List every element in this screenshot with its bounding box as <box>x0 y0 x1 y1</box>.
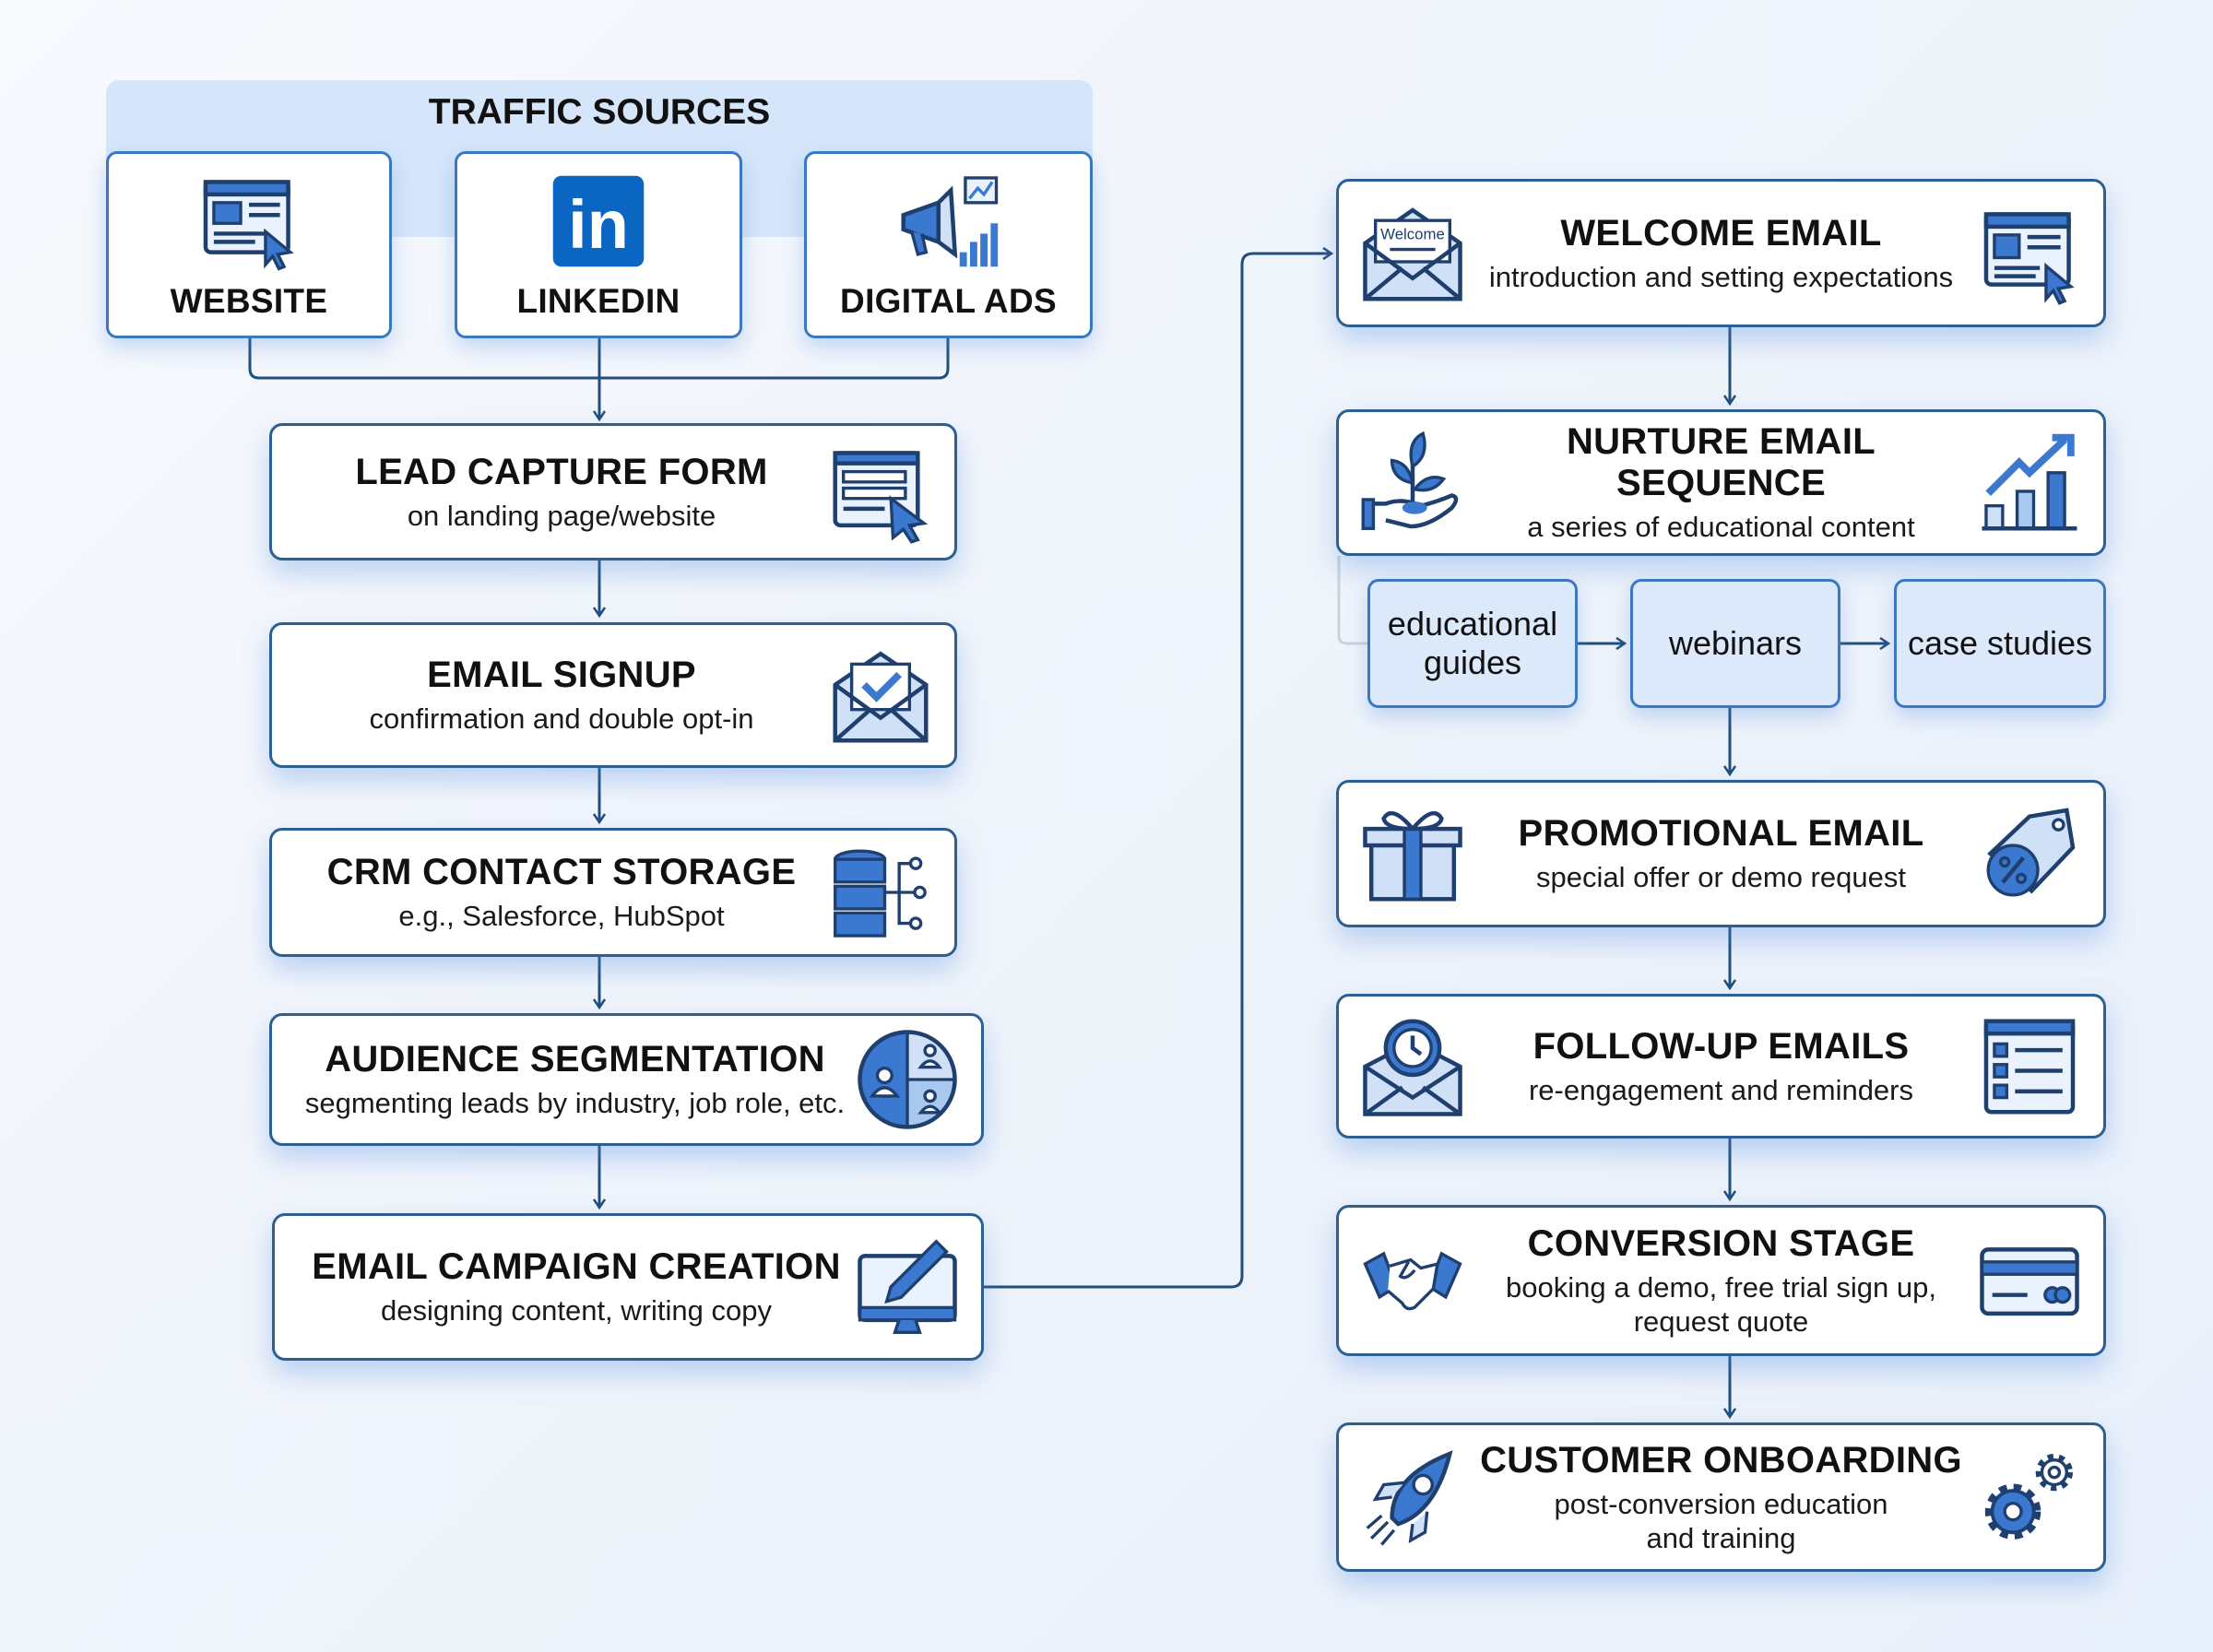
step-title: AUDIENCE SEGMENTATION <box>325 1039 825 1080</box>
step-subtitle: introduction and setting expectations <box>1488 260 1954 293</box>
step-audience-segmentation[interactable]: AUDIENCE SEGMENTATION segmenting leads by… <box>269 1013 984 1146</box>
step-conversion-stage[interactable]: CONVERSION STAGE booking a demo, free tri… <box>1336 1205 2106 1356</box>
step-subtitle: re-engagement and reminders <box>1528 1073 1914 1106</box>
step-subtitle: designing content, writing copy <box>381 1294 772 1327</box>
step-title: CRM CONTACT STORAGE <box>326 852 797 892</box>
step-subtitle: booking a demo, free trial sign up, requ… <box>1506 1270 1936 1338</box>
megaphone-chart-icon <box>900 175 998 266</box>
step-subtitle: segmenting leads by industry, job role, … <box>304 1087 846 1119</box>
svg-text:in: in <box>568 186 629 263</box>
traffic-sources-title: TRAFFIC SOURCES <box>428 92 771 132</box>
source-label: LINKEDIN <box>516 281 680 320</box>
step-title: CUSTOMER ONBOARDING <box>1480 1439 1962 1481</box>
step-title: WELCOME EMAIL <box>1560 212 1882 254</box>
step-lead-capture-form[interactable]: LEAD CAPTURE FORM on landing page/website <box>269 423 957 560</box>
arrow-campaign-to-welcome <box>984 254 1331 1289</box>
browser-cursor-icon <box>1983 211 2075 305</box>
nurture-item-educational-guides[interactable]: educational guides <box>1367 579 1578 708</box>
source-label: WEBSITE <box>170 281 328 320</box>
step-promotional-email[interactable]: PROMOTIONAL EMAIL special offer or demo r… <box>1336 780 2106 927</box>
envelope-clock-icon <box>1363 1018 1462 1116</box>
source-website[interactable]: WEBSITE <box>106 151 392 338</box>
step-customer-onboarding[interactable]: CUSTOMER ONBOARDING post-conversion educa… <box>1336 1422 2106 1572</box>
growth-chart-icon <box>1982 433 2077 531</box>
step-subtitle: e.g., Salesforce, HubSpot <box>398 900 725 932</box>
step-email-signup[interactable]: EMAIL SIGNUP confirmation and double opt-… <box>269 622 957 768</box>
step-subtitle: on landing page/website <box>407 499 716 532</box>
step-title: PROMOTIONAL EMAIL <box>1518 813 1924 854</box>
browser-cursor-icon <box>203 179 294 271</box>
credit-card-icon <box>1980 1247 2079 1316</box>
handshake-icon <box>1363 1251 1462 1311</box>
form-cursor-icon <box>833 450 929 544</box>
step-title: LEAD CAPTURE FORM <box>355 451 768 492</box>
step-subtitle: post-conversion education and training <box>1554 1487 1888 1554</box>
step-subtitle: confirmation and double opt-in <box>369 702 754 735</box>
step-title: NURTURE EMAIL SEQUENCE <box>1567 421 1876 503</box>
linkedin-icon: in <box>552 175 645 266</box>
step-follow-up-emails[interactable]: FOLLOW-UP EMAILS re-engagement and remind… <box>1336 994 2106 1139</box>
step-email-campaign-creation[interactable]: EMAIL CAMPAIGN CREATION designing content… <box>272 1213 984 1361</box>
hand-plant-icon <box>1361 431 1459 530</box>
discount-tag-icon <box>1986 808 2076 897</box>
envelope-check-icon <box>833 651 929 743</box>
source-digital-ads[interactable]: DIGITAL ADS <box>804 151 1093 338</box>
monitor-pencil-icon <box>858 1239 957 1334</box>
step-subtitle: a series of educational content <box>1527 511 1915 543</box>
nurture-item-webinars[interactable]: webinars <box>1630 579 1840 708</box>
source-label: DIGITAL ADS <box>840 281 1057 320</box>
step-title: EMAIL CAMPAIGN CREATION <box>312 1246 841 1287</box>
segmented-users-icon <box>858 1030 957 1129</box>
gift-icon <box>1363 810 1462 902</box>
step-title: CONVERSION STAGE <box>1527 1222 1915 1264</box>
step-nurture-email-sequence[interactable]: NURTURE EMAIL SEQUENCE a series of educat… <box>1336 409 2106 556</box>
traffic-merge-connector <box>248 338 950 419</box>
database-network-icon <box>834 849 927 938</box>
svg-text:Welcome: Welcome <box>1380 225 1445 242</box>
checklist-icon <box>1983 1018 2076 1115</box>
gears-icon <box>1984 1453 2074 1540</box>
welcome-envelope-icon: Welcome <box>1363 206 1462 301</box>
step-title: EMAIL SIGNUP <box>427 655 696 695</box>
step-subtitle: special offer or demo request <box>1536 861 1906 893</box>
rocket-icon <box>1366 1450 1453 1546</box>
step-title: FOLLOW-UP EMAILS <box>1533 1025 1910 1067</box>
nurture-item-case-studies[interactable]: case studies <box>1894 579 2106 708</box>
source-linkedin[interactable]: in LINKEDIN <box>455 151 742 338</box>
step-crm-contact-storage[interactable]: CRM CONTACT STORAGE e.g., Salesforce, Hub… <box>269 828 957 957</box>
step-welcome-email[interactable]: Welcome WELCOME EMAIL introduction and se… <box>1336 179 2106 327</box>
